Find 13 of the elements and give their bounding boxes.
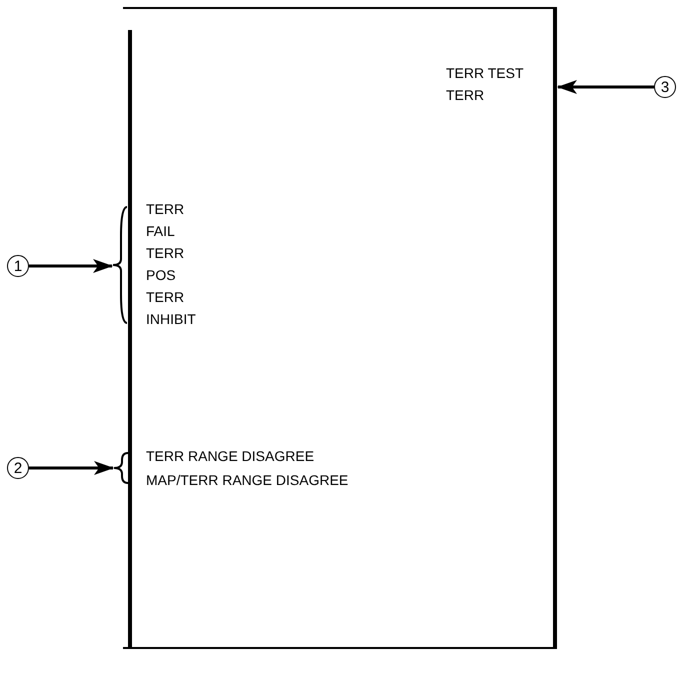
annunciator-label: POS	[146, 266, 177, 285]
arrow	[29, 259, 113, 273]
annunciator-label: TERR	[146, 200, 186, 219]
annunciator-label: TERR	[146, 244, 186, 263]
arrow	[29, 461, 114, 475]
annunciator-label: MAP/TERR RANGE DISAGREE	[146, 471, 348, 490]
annunciator-label: TERR	[446, 86, 486, 105]
annunciator-label: TERR	[146, 288, 186, 307]
annunciator-label: INHIBIT	[146, 310, 196, 329]
annunciator-label: TERR RANGE DISAGREE	[146, 447, 316, 466]
annunciator-label: FAIL	[146, 222, 176, 241]
annunciator-label: TERR TEST	[446, 64, 524, 83]
arrow	[557, 80, 654, 94]
